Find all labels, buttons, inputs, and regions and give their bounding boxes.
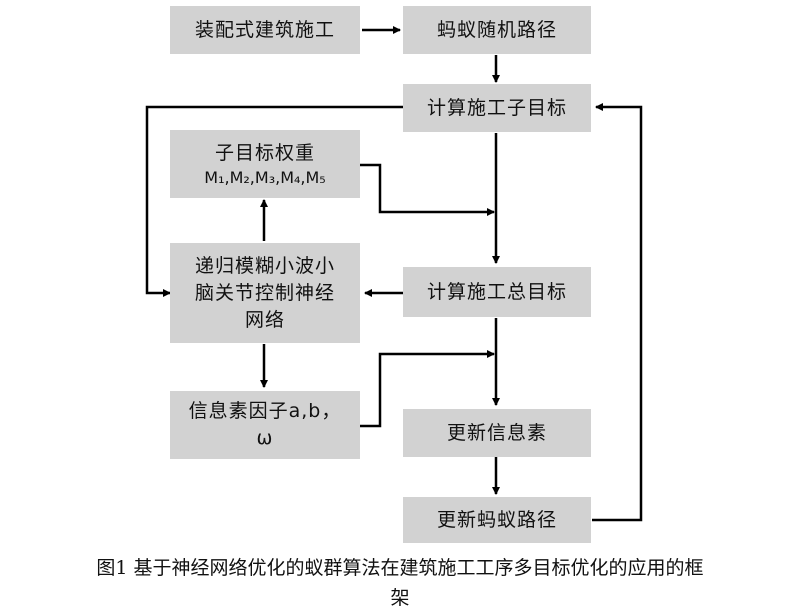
node-pheromone-factors-line2: ω — [256, 427, 274, 449]
node-ant-random-path-label: 蚂蚁随机路径 — [436, 18, 557, 41]
arrow-weights-to-main — [360, 163, 495, 216]
node-update-pheromone: 更新信息素 — [403, 409, 591, 457]
node-rfwcmac-line2: 脑关节控制神经 — [194, 281, 335, 304]
figure-caption-line1: 图1 基于神经网络优化的蚁群算法在建筑施工工序多目标优化的应用的框 — [96, 557, 704, 579]
node-update-pheromone-label: 更新信息素 — [446, 421, 547, 444]
node-update-ant-path-label: 更新蚂蚁路径 — [436, 508, 557, 531]
node-prefab-construction: 装配式建筑施工 — [170, 6, 360, 54]
node-sub-goal-weights: 子目标权重 M₁,M₂,M₃,M₄,M₅ — [170, 130, 360, 198]
node-calc-total-goal-label: 计算施工总目标 — [426, 280, 567, 303]
node-calc-sub-goal-label: 计算施工子目标 — [426, 96, 567, 119]
node-prefab-construction-label: 装配式建筑施工 — [194, 18, 335, 41]
arrow-updatepath-to-subgoal — [592, 103, 643, 522]
node-calc-sub-goal: 计算施工子目标 — [403, 84, 591, 132]
node-update-ant-path: 更新蚂蚁路径 — [403, 497, 591, 543]
node-rfwcmac-network: 递归模糊小波小 脑关节控制神经 网络 — [170, 243, 360, 343]
figure-caption-line2: 架 — [390, 587, 410, 609]
node-sub-goal-weights-title: 子目标权重 — [214, 141, 315, 164]
node-rfwcmac-line1: 递归模糊小波小 — [194, 254, 335, 277]
node-ant-random-path: 蚂蚁随机路径 — [403, 6, 591, 54]
node-rfwcmac-line3: 网络 — [244, 308, 285, 331]
node-calc-total-goal: 计算施工总目标 — [403, 267, 591, 317]
arrow-subgoal-to-rfwcmac — [145, 105, 403, 297]
arrow-factor-to-main — [360, 350, 495, 428]
node-sub-goal-weights-values: M₁,M₂,M₃,M₄,M₅ — [204, 167, 326, 187]
node-pheromone-factors: 信息素因子a,b， ω — [170, 391, 360, 459]
node-pheromone-factors-line1: 信息素因子a,b， — [188, 400, 342, 422]
figure-caption: 图1 基于神经网络优化的蚁群算法在建筑施工工序多目标优化的应用的框 架 — [0, 553, 800, 613]
